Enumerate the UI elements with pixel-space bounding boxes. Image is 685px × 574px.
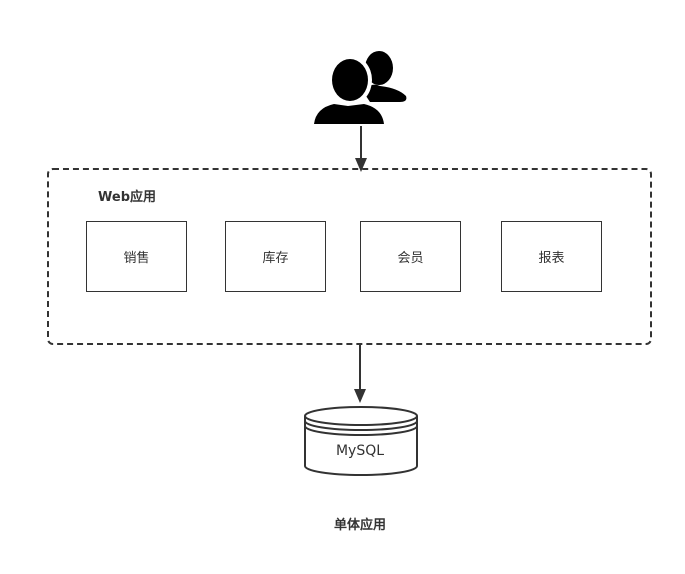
arrow-users-to-webapp	[355, 126, 367, 172]
arrow-webapp-to-database	[354, 345, 366, 403]
web-app-title: Web应用	[98, 190, 156, 205]
module-reports: 报表	[501, 221, 602, 292]
diagram-caption: 单体应用	[333, 518, 386, 533]
database-cylinder-icon	[304, 406, 418, 476]
module-members: 会员	[360, 221, 461, 292]
web-app-container	[47, 168, 652, 345]
database-label: MySQL	[335, 443, 385, 459]
module-inventory: 库存	[225, 221, 326, 292]
users-icon	[310, 51, 407, 126]
module-sales: 销售	[86, 221, 187, 292]
